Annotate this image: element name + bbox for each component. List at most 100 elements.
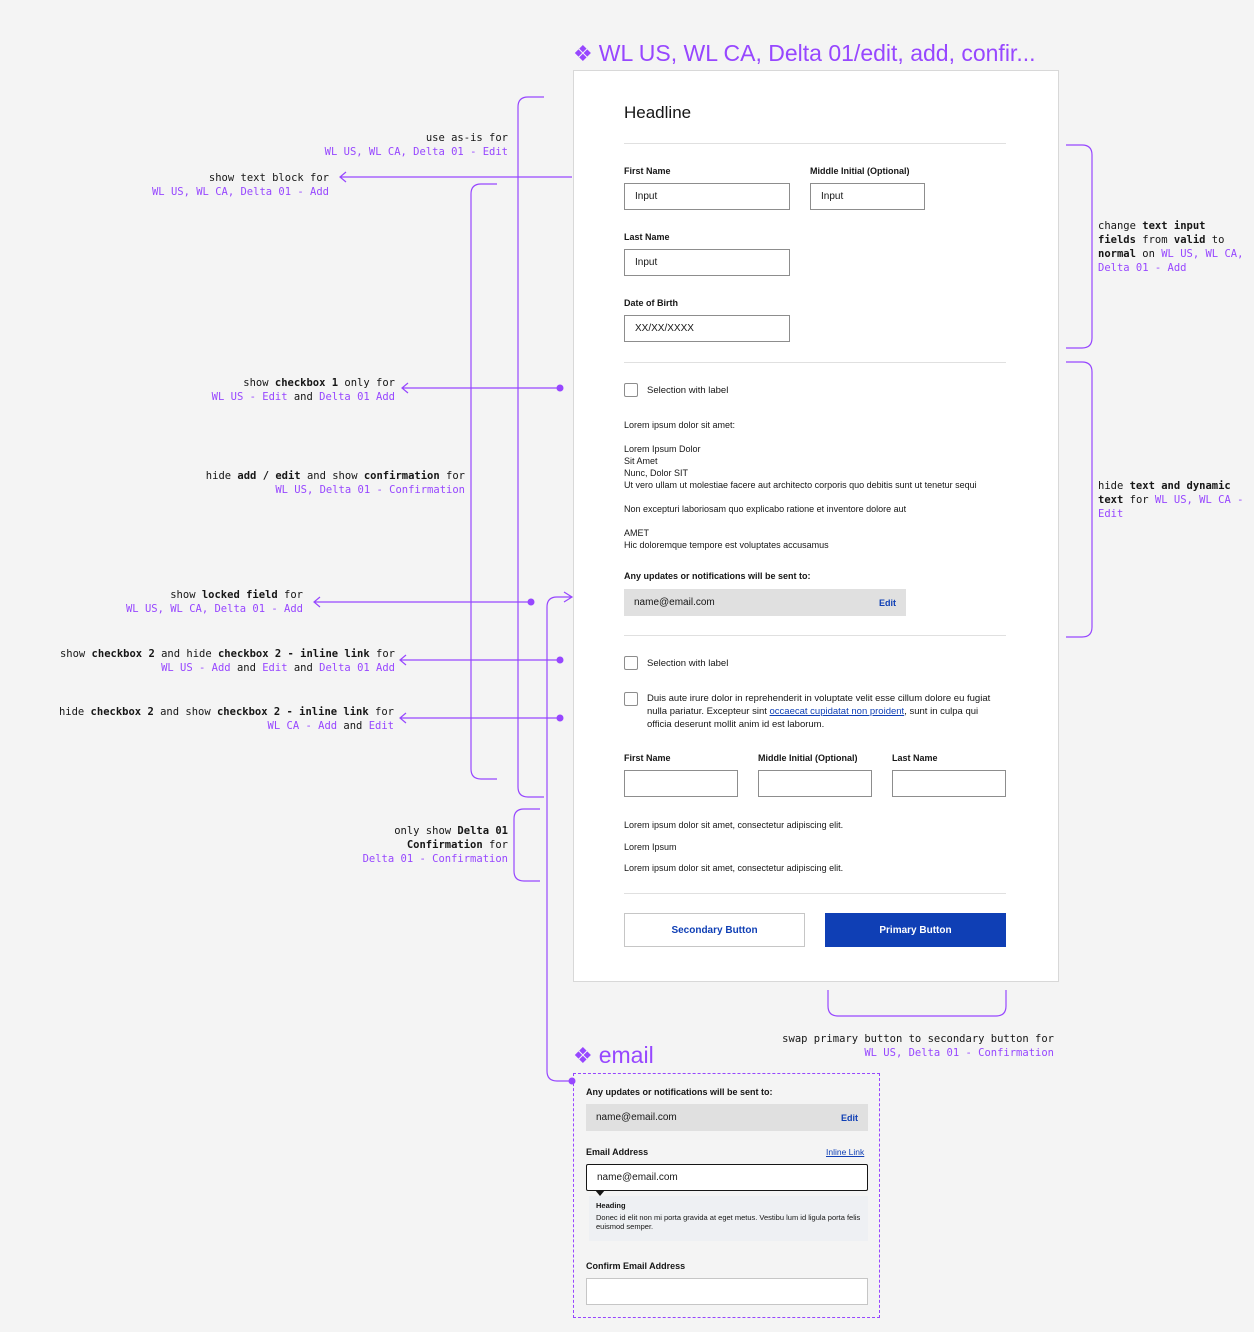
annotation-text: for [1123, 494, 1155, 506]
annotation-target: WL US - Add [161, 662, 231, 674]
email-component-frame [573, 1073, 880, 1318]
checkbox-2-text-before: Duis aute irure dolor in reprehenderit i… [647, 693, 991, 717]
annotation-checkbox-2: show checkbox 2 and hide checkbox 2 - in… [60, 647, 395, 675]
annotation-text: and hide [154, 648, 218, 660]
annotation-target: WL US, WL CA, Delta 01 - Add [125, 603, 303, 615]
tooltip-heading: Heading [596, 1201, 626, 1210]
component-diamond-icon: ❖ [573, 1043, 593, 1068]
conf-text-3: Lorem ipsum dolor sit amet, consectetur … [624, 863, 844, 873]
email-inline-link[interactable]: Inline Link [826, 1147, 865, 1157]
email-address-input[interactable]: name@email.com [586, 1164, 868, 1191]
annotation-target: WL US, WL CA, Delta 01 - Add [151, 186, 329, 198]
conf-text-1: Lorem ipsum dolor sit amet, consectetur … [624, 820, 844, 830]
checkbox-2-inline-link[interactable] [624, 692, 638, 706]
text-block-line-1: Lorem Ipsum Dolor [624, 444, 701, 454]
annotation-text: show [59, 648, 92, 660]
section-divider-3 [624, 893, 1006, 894]
notifications-label: Any updates or notifications will be sen… [624, 571, 811, 581]
annotation-target: WL US, Delta 01 - Confirmation [864, 1047, 1054, 1059]
tooltip-body: Donec id elit non mi porta gravida at eg… [596, 1213, 861, 1231]
annotation-text: for [439, 470, 465, 482]
annotation-bold: add / edit [237, 470, 301, 482]
email-locked-value: name@email.com [596, 1112, 677, 1123]
annotation-text: show text block for [208, 172, 329, 184]
conf-middle-initial-label: Middle Initial (Optional) [758, 753, 858, 763]
annotation-target: WL US, WL CA, [1161, 248, 1244, 260]
locked-email-field: name@email.com Edit [624, 589, 906, 616]
annotation-text: swap primary button to secondary button … [782, 1033, 1054, 1045]
annotation-text: hide [205, 470, 238, 482]
annotation-bold: text [1098, 494, 1124, 506]
email-frame-title-text: email [598, 1042, 654, 1068]
checkbox-2[interactable] [624, 656, 638, 670]
annotation-text: to [1205, 234, 1225, 246]
annotation-text-input-normal: change text input fields from valid to n… [1098, 219, 1243, 275]
dob-label: Date of Birth [624, 298, 678, 308]
annotation-delta-confirmation: only show Delta 01 Confirmation for Delt… [363, 824, 508, 866]
annotation-target: Delta 01 Add [319, 391, 395, 403]
annotation-text: use as-is for [425, 132, 508, 144]
confirm-email-label: Confirm Email Address [586, 1261, 686, 1271]
conf-last-name-input[interactable] [892, 770, 1006, 797]
confirm-email-input[interactable] [586, 1278, 868, 1305]
annotation-text: hide [1098, 480, 1130, 492]
primary-button[interactable]: Primary Button [825, 913, 1006, 947]
annotation-bold: text and dynamic [1129, 480, 1231, 492]
email-address-label: Email Address [586, 1147, 649, 1157]
text-block-line-4: Ut vero ullam ut molestiae facere aut ar… [624, 480, 977, 490]
annotation-bold: fields [1098, 234, 1136, 246]
annotation-bold: checkbox 2 [90, 706, 154, 718]
annotation-target: Edit [1098, 508, 1124, 520]
annotation-target: Edit [368, 720, 394, 732]
annotation-bold: locked field [201, 589, 278, 601]
text-block-line-3: Nunc, Dolor SIT [624, 468, 689, 478]
conf-middle-initial-input[interactable] [758, 770, 872, 797]
annotation-bold: Confirmation [406, 839, 483, 851]
dob-input[interactable]: XX/XX/XXXX [624, 315, 790, 342]
text-block-line-5: AMET [624, 528, 650, 538]
annotation-bold: normal [1098, 248, 1136, 260]
conf-first-name-input[interactable] [624, 770, 738, 797]
middle-initial-input[interactable]: Input [810, 183, 925, 210]
email-locked-edit-link[interactable]: Edit [841, 1112, 858, 1123]
annotation-checkbox-1: show checkbox 1 only for WL US - Edit an… [212, 376, 395, 404]
checkbox-2-inline-link-anchor[interactable]: occaecat cupidatat non proident [769, 706, 905, 717]
annotation-target: Delta 01 - Add [1098, 262, 1187, 274]
email-locked-field: name@email.com Edit [586, 1104, 868, 1131]
annotation-text: change [1098, 220, 1143, 232]
annotation-text: for [368, 706, 394, 718]
email-tooltip [589, 1196, 868, 1241]
headline-divider [624, 143, 1006, 144]
annotation-text: for [369, 648, 395, 660]
last-name-input[interactable]: Input [624, 249, 790, 276]
email-frame-title: ❖email [573, 1042, 654, 1069]
conf-last-name-label: Last Name [892, 753, 938, 763]
locked-email-value: name@email.com [634, 597, 715, 608]
annotation-text: for [277, 589, 303, 601]
first-name-label: First Name [624, 166, 671, 176]
annotation-confirmation: hide add / edit and show confirmation fo… [206, 469, 465, 497]
annotation-target: WL US, WL CA, Delta 01 - Edit [324, 146, 508, 158]
annotation-bold: checkbox 2 [91, 648, 155, 660]
text-block-line-2: Sit Amet [624, 456, 658, 466]
annotation-text: show [170, 589, 202, 601]
annotation-target: WL US - Edit [211, 391, 288, 403]
annotation-bold: text input [1142, 220, 1206, 232]
secondary-button[interactable]: Secondary Button [624, 913, 805, 947]
first-name-input[interactable]: Input [624, 183, 790, 210]
annotation-target: Delta 01 - Confirmation [362, 853, 508, 865]
annotation-target: WL US, Delta 01 - Confirmation [275, 484, 465, 496]
conf-text-2: Lorem Ipsum [624, 842, 677, 852]
headline: Headline [624, 103, 692, 122]
annotation-show-text-block: show text block for WL US, WL CA, Delta … [152, 171, 329, 199]
annotation-locked-field: show locked field for WL US, WL CA, Delt… [126, 588, 303, 616]
text-block-line-6: Hic doloremque tempore est voluptates ac… [624, 540, 829, 550]
annotation-text: for [482, 839, 508, 851]
annotation-bold: checkbox 1 [274, 377, 339, 389]
checkbox-1[interactable] [624, 383, 638, 397]
annotation-text: show [243, 377, 275, 389]
annotation-text: only for [338, 377, 395, 389]
locked-email-edit-link[interactable]: Edit [879, 597, 896, 608]
checkbox-2-inline-link-text: Duis aute irure dolor in reprehenderit i… [647, 692, 999, 731]
